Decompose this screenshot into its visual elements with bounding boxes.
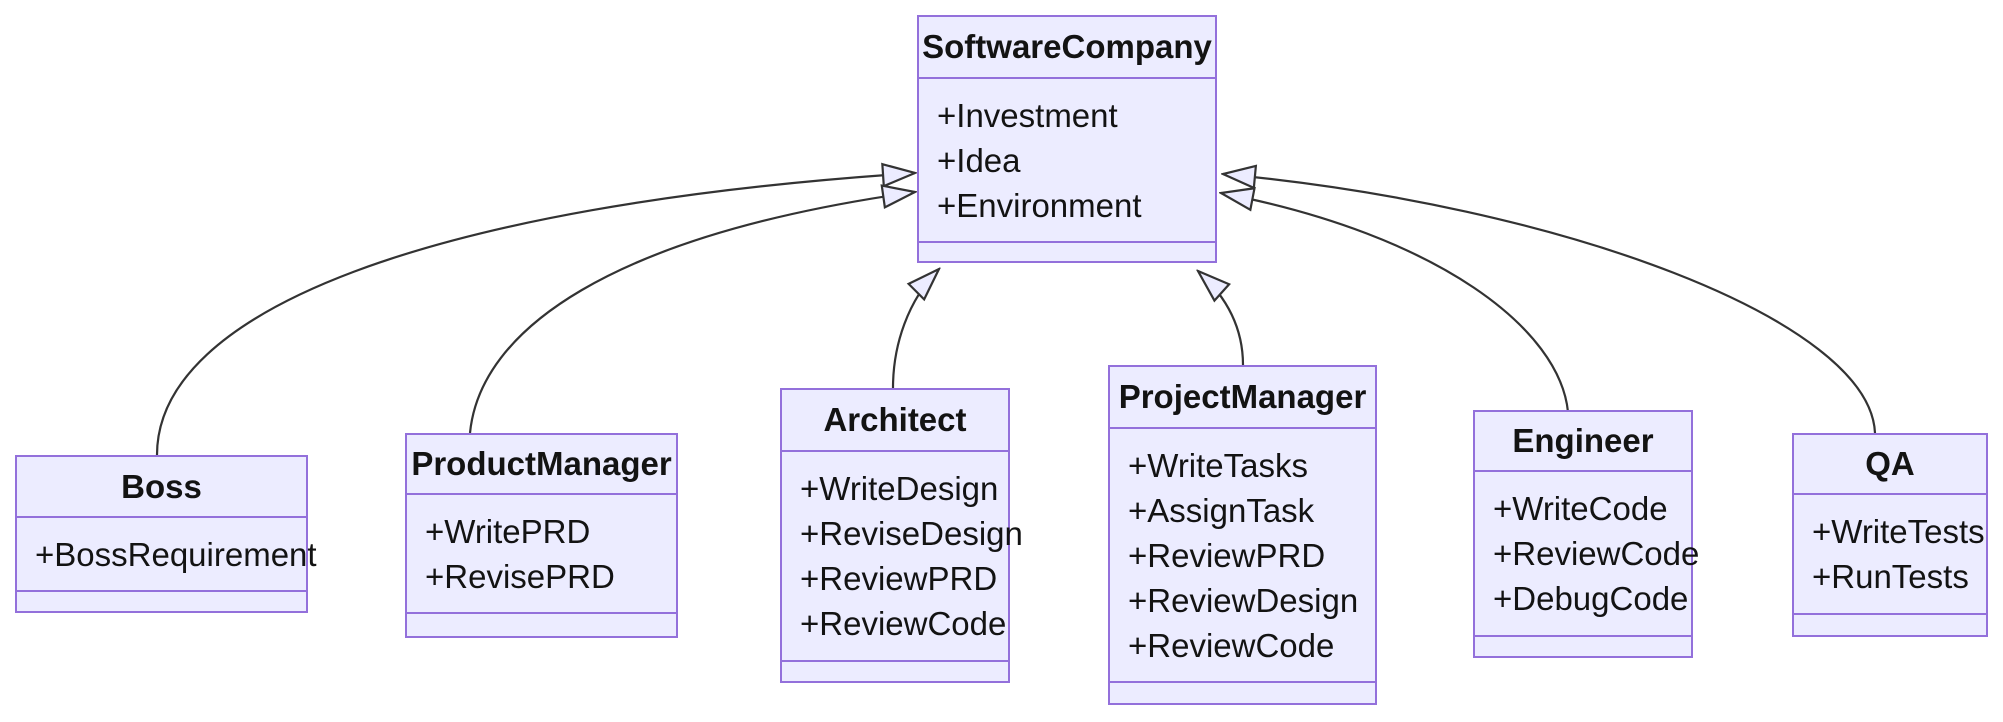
class-projectmanager-attributes: +WriteTasks +AssignTask +ReviewPRD +Revi… — [1110, 429, 1375, 681]
attribute: +WriteDesign — [800, 470, 999, 507]
class-softwarecompany: SoftwareCompany +Investment +Idea +Envir… — [917, 15, 1217, 263]
class-engineer-attributes: +WriteCode +ReviewCode +DebugCode — [1475, 472, 1700, 635]
attribute: +ReviewCode — [1128, 626, 1335, 664]
class-productmanager-title: ProductManager — [407, 435, 676, 495]
class-architect-methods-empty — [782, 660, 1008, 681]
attribute: +ReviewCode — [1493, 535, 1700, 572]
class-engineer: Engineer +WriteCode +ReviewCode +DebugCo… — [1473, 410, 1700, 658]
attribute: +WriteCode — [1493, 490, 1668, 527]
class-engineer-methods-empty — [1475, 635, 1691, 656]
class-qa-title: QA — [1794, 435, 1986, 495]
class-boss-title: Boss — [17, 457, 306, 518]
attribute: +RevisePRD — [425, 557, 615, 595]
class-projectmanager: ProjectManager +WriteTasks +AssignTask +… — [1108, 365, 1377, 705]
class-boss-attributes: +BossRequirement — [17, 518, 317, 590]
class-boss-methods-empty — [17, 590, 306, 611]
attribute: +RunTests — [1812, 558, 1969, 595]
class-qa-methods-empty — [1794, 613, 1986, 635]
edge-projectmanager-inherits-softwarecompany — [1198, 271, 1245, 366]
attribute: +BossRequirement — [35, 535, 317, 573]
attribute: +DebugCode — [1493, 580, 1689, 617]
attribute: +AssignTask — [1128, 491, 1315, 529]
attribute: +Investment — [937, 96, 1118, 134]
edge-architect-inherits-softwarecompany — [891, 269, 939, 389]
class-qa: QA +WriteTests +RunTests — [1792, 433, 1988, 637]
attribute: +Idea — [937, 141, 1021, 179]
class-productmanager-attributes: +WritePRD +RevisePRD — [407, 495, 676, 612]
class-softwarecompany-methods-empty — [919, 241, 1215, 261]
attribute: +ReviewDesign — [1128, 581, 1359, 619]
attribute: +WritePRD — [425, 512, 591, 550]
attribute: +ReviewCode — [800, 605, 1007, 642]
attribute: +ReviewPRD — [800, 560, 998, 597]
class-engineer-title: Engineer — [1475, 412, 1691, 472]
class-productmanager-methods-empty — [407, 612, 676, 636]
class-architect: Architect +WriteDesign +ReviseDesign +Re… — [780, 388, 1023, 683]
class-productmanager: ProductManager +WritePRD +RevisePRD — [405, 433, 678, 638]
class-boss: Boss +BossRequirement — [15, 455, 317, 613]
class-architect-title: Architect — [782, 390, 1008, 452]
attribute: +WriteTests — [1812, 513, 1985, 550]
attribute: +WriteTasks — [1128, 446, 1309, 484]
class-projectmanager-title: ProjectManager — [1110, 367, 1375, 429]
class-softwarecompany-title: SoftwareCompany — [919, 17, 1215, 79]
class-architect-attributes: +WriteDesign +ReviseDesign +ReviewPRD +R… — [782, 452, 1023, 660]
class-qa-attributes: +WriteTests +RunTests — [1794, 495, 1986, 613]
attribute: +Environment — [937, 186, 1142, 224]
attribute: +ReviseDesign — [800, 515, 1023, 552]
attribute: +ReviewPRD — [1128, 536, 1326, 574]
class-projectmanager-methods-empty — [1110, 681, 1375, 703]
class-softwarecompany-attributes: +Investment +Idea +Environment — [919, 79, 1215, 241]
